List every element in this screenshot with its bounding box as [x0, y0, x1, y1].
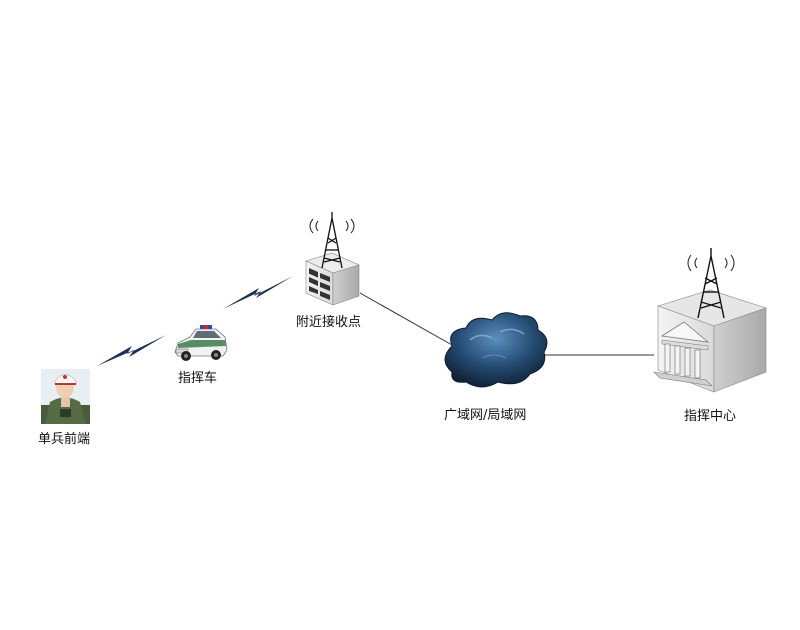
wireless-link-vehicle-receiver [223, 276, 293, 309]
soldier-icon [41, 369, 90, 424]
vehicle-icon [174, 325, 228, 361]
network-label: 广域网/局域网 [444, 408, 527, 423]
wireless-link-soldier-vehicle [97, 335, 166, 366]
command-center-icon [653, 248, 767, 393]
soldier-label: 单兵前端 [38, 432, 91, 447]
receiver-label: 附近接收点 [296, 315, 362, 330]
cloud-icon [444, 312, 548, 388]
link-receiver-network [359, 292, 453, 346]
receiver-station-icon [305, 212, 360, 306]
center-label: 指挥中心 [684, 409, 737, 424]
vehicle-label: 指挥车 [178, 371, 218, 386]
